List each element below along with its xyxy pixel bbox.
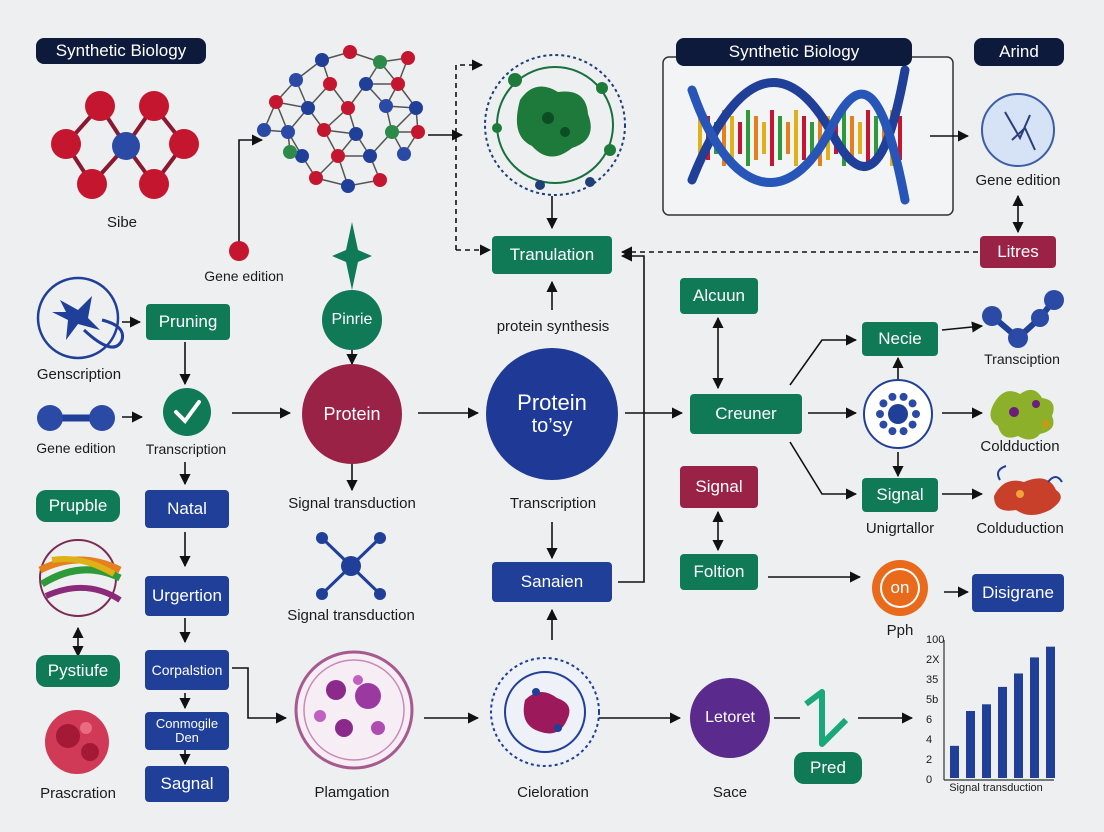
connector <box>789 441 858 500</box>
circle-protein-big-line1: Protein <box>517 389 587 415</box>
box-alcuun[interactable]: Alcuun <box>680 278 758 314</box>
header-left: Synthetic Biology <box>36 38 206 64</box>
box-conmogile-den[interactable]: Conmogile Den <box>145 712 229 750</box>
box-signal-left[interactable]: Sagnal <box>145 766 229 802</box>
box-sanaien[interactable]: Sanaien <box>492 562 612 602</box>
circle-protein-big-line2: to’sy <box>531 415 573 438</box>
label-cieloration: Cieloration <box>517 784 589 801</box>
label-genscription: Genscription <box>36 366 122 383</box>
chart-bar <box>1030 657 1039 778</box>
box-natal[interactable]: Natal <box>145 490 229 528</box>
box-pruning[interactable]: Pruning <box>146 304 230 340</box>
label-plamgation: Plamgation <box>314 784 390 801</box>
dna-helix-icon <box>687 65 910 205</box>
chart-tick-label: 6 <box>926 714 933 726</box>
chart-tick-label: 2X <box>926 654 940 666</box>
connector <box>238 134 264 250</box>
chart-tick-label: 2 <box>926 754 933 766</box>
label-unigrtallor: Unigrtallor <box>865 520 935 537</box>
label-prascration: Prascration <box>40 785 116 802</box>
chart-tick-label: 100 <box>926 634 945 646</box>
protein-cell-icon <box>484 54 626 196</box>
label-pph: Pph <box>886 622 914 639</box>
chain-molecule-icon <box>982 290 1064 348</box>
molecule-diamond-icon <box>51 91 199 199</box>
box-urgertion[interactable]: Urgertion <box>145 576 229 616</box>
box-creuner[interactable]: Creuner <box>690 394 802 434</box>
box-foltion[interactable]: Foltion <box>680 554 758 590</box>
chart-caption: Signal transduction <box>949 782 1043 794</box>
red-atom-icon <box>229 241 249 261</box>
chart-bar <box>982 704 991 778</box>
box-disigrane[interactable]: Disigrane <box>972 574 1064 612</box>
ringed-cell-icon <box>490 657 600 767</box>
vesicle-cell-icon <box>294 650 414 770</box>
chart-bar <box>998 686 1007 778</box>
label-signal-transduction-a: Signal transduction <box>288 495 416 512</box>
connector <box>232 667 288 724</box>
orange-ring-icon <box>872 560 928 616</box>
label-colduction-a: Coldduction <box>980 438 1060 455</box>
connector <box>618 250 645 583</box>
circle-protein[interactable]: Protein <box>302 364 402 464</box>
crispr-circle-icon <box>981 93 1055 167</box>
label-gene-edition-right: Gene edition <box>975 172 1061 189</box>
red-protein-icon <box>994 465 1063 515</box>
label-protein-synthesis: protein synthesis <box>496 318 610 335</box>
chart-tick-label: 5b <box>926 694 939 706</box>
circle-on: on <box>890 578 910 597</box>
label-signal-transduction-b: Signal transduction <box>287 607 415 624</box>
chart-bar <box>1046 646 1055 778</box>
header-center: Synthetic Biology <box>676 38 912 66</box>
chart-tick-label: 4 <box>926 734 933 746</box>
sparkle-icon <box>332 222 372 290</box>
circle-letoret[interactable]: Letoret <box>690 678 770 758</box>
connector <box>455 59 484 250</box>
label-gene-edition-top: Gene edition <box>204 268 284 284</box>
star-knot-icon <box>36 276 125 360</box>
label-transcription-left: Transcription <box>145 441 227 457</box>
box-signal-right[interactable]: Signal <box>862 478 938 512</box>
label-transciption-right: Transciption <box>984 351 1060 367</box>
label-colduction-b: Colduduction <box>976 520 1064 537</box>
network-node-icon <box>316 532 386 600</box>
dumbbell-molecule-icon <box>37 405 115 431</box>
red-blood-cell-icon <box>45 710 109 774</box>
label-transcription-center: Transcription <box>509 495 597 512</box>
molecule-cluster-icon <box>257 45 425 193</box>
label-gene-edition-mid: Gene edition <box>36 440 116 456</box>
box-corpalstion[interactable]: Corpalstion <box>145 650 229 690</box>
box-tranulation[interactable]: Tranulation <box>492 236 612 274</box>
enzyme-blob-icon <box>990 389 1054 440</box>
chart-bar <box>1014 673 1023 778</box>
box-pred[interactable]: Pred <box>794 752 862 784</box>
box-necie[interactable]: Necie <box>862 322 938 356</box>
nucleus-circle-icon <box>863 379 933 449</box>
box-pystiufe[interactable]: Pystiufe <box>36 655 120 687</box>
label-sibe: Sibe <box>106 214 138 231</box>
zigzag-signal-icon <box>804 689 849 747</box>
circle-pinrie[interactable]: Pinrie <box>322 290 382 350</box>
chart-bar <box>950 745 959 778</box>
bar-chart <box>943 640 1055 781</box>
fiber-bundle-icon <box>38 539 122 617</box>
connector <box>789 334 858 386</box>
chart-bar <box>966 711 975 778</box>
checkmark-icon <box>163 388 211 436</box>
chart-tick-label: 35 <box>926 674 939 686</box>
box-litres[interactable]: Litres <box>980 236 1056 268</box>
box-prupble[interactable]: Prupble <box>36 490 120 522</box>
circle-protein-big[interactable]: Protein to’sy <box>486 348 618 480</box>
connector <box>941 321 984 333</box>
label-sace: Sace <box>712 784 748 801</box>
box-signal-mid[interactable]: Signal <box>680 466 758 508</box>
chart-tick-label: 0 <box>926 774 933 786</box>
header-right: Arind <box>974 38 1064 66</box>
